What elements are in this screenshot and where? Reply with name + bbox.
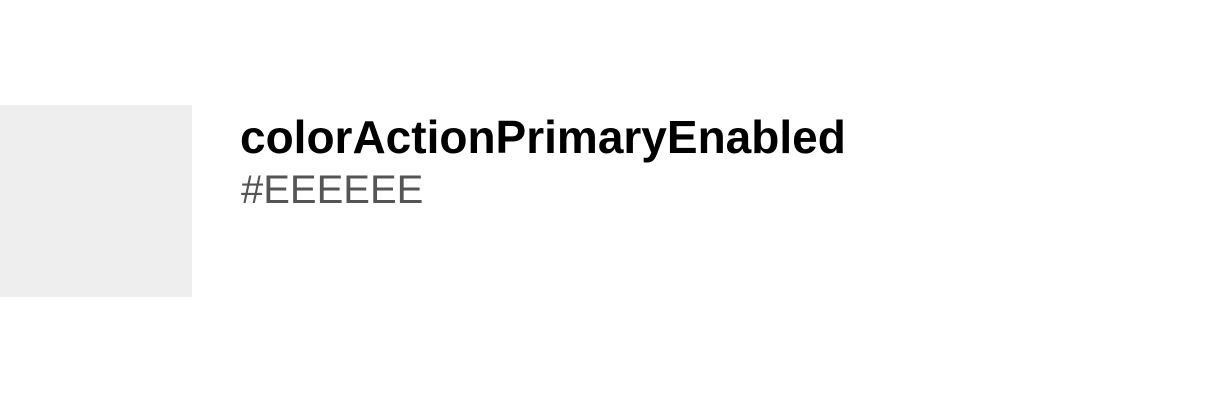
color-swatch xyxy=(0,105,192,297)
token-hex-value: #EEEEEE xyxy=(241,168,424,212)
color-token-row: colorActionPrimaryEnabled #EEEEEE xyxy=(0,105,1206,297)
token-name: colorActionPrimaryEnabled xyxy=(240,111,846,163)
